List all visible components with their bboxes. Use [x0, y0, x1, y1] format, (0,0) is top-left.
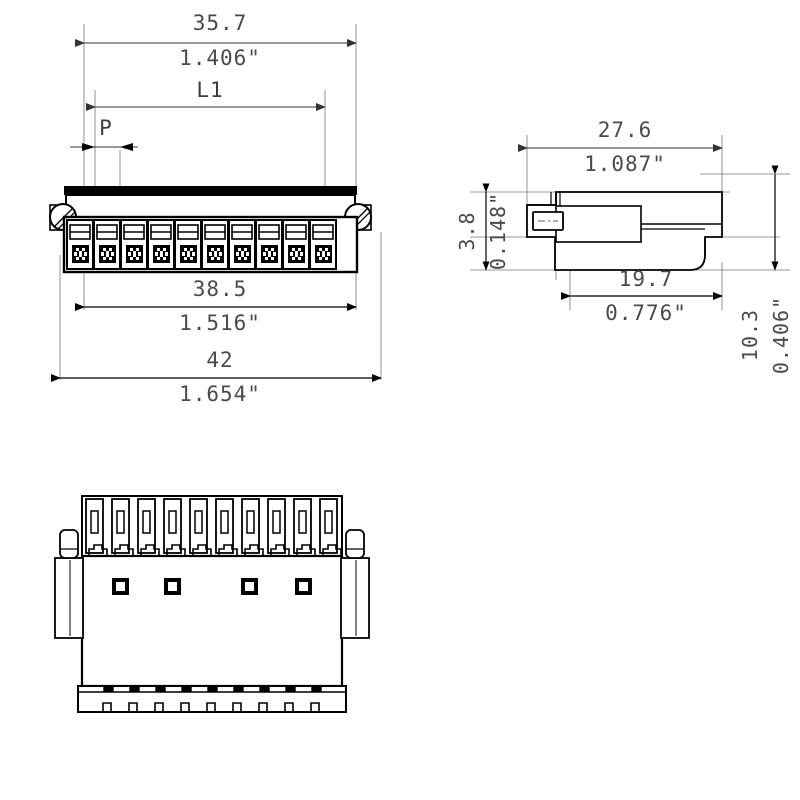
- dim-10-3: 10.3 0.406": [738, 165, 793, 374]
- dim-27-6: 27.6 1.087": [518, 118, 723, 176]
- dim-27-6-mm: 27.6: [598, 118, 653, 142]
- terminal-pole: [309, 219, 337, 270]
- terminal-pole: [255, 219, 283, 270]
- flange-tab-right: [340, 529, 370, 639]
- dim-3-8-mm: 3.8: [455, 211, 479, 250]
- dim-27-6-inch: 1.087": [584, 152, 666, 176]
- terminal-pole: [201, 219, 229, 270]
- dim-p: P: [70, 116, 138, 151]
- dim-35-7-mm: 35.7: [193, 11, 248, 35]
- bottom-view-fins: [81, 495, 343, 557]
- dim-38-5: 38.5 1.516": [75, 277, 357, 335]
- dim-10-3-mm: 10.3: [738, 309, 762, 361]
- terminal-pole: [147, 219, 175, 270]
- square-hole: [295, 578, 312, 595]
- dim-19-7-mm: 19.7: [619, 267, 674, 291]
- dim-42-mm: 42: [206, 348, 233, 372]
- dim-3-8-inch: 0.148": [486, 192, 510, 270]
- side-view-body: [526, 191, 723, 271]
- terminal-pole: [282, 219, 310, 270]
- dim-l1: L1: [86, 78, 326, 111]
- dim-19-7: 19.7 0.776": [561, 267, 723, 325]
- dim-42: 42 1.654": [51, 348, 382, 406]
- terminal-pole: [93, 219, 121, 270]
- bottom-view-strip: [77, 685, 347, 713]
- dim-p-label: P: [99, 116, 113, 140]
- dim-l1-label: L1: [196, 78, 223, 102]
- terminal-pole: [228, 219, 256, 270]
- dim-42-inch: 1.654": [179, 382, 261, 406]
- square-hole: [112, 578, 129, 595]
- dim-35-7: 35.7 1.406": [75, 11, 357, 70]
- dim-10-3-inch: 0.406": [769, 296, 793, 374]
- terminal-pole: [120, 219, 148, 270]
- dim-38-5-inch: 1.516": [179, 311, 261, 335]
- square-hole: [164, 578, 181, 595]
- dim-35-7-inch: 1.406": [179, 46, 261, 70]
- terminal-poles: [66, 219, 337, 270]
- dim-19-7-inch: 0.776": [605, 301, 687, 325]
- bottom-view-square-holes: [112, 578, 312, 595]
- dim-38-5-mm: 38.5: [193, 277, 248, 301]
- square-hole: [241, 578, 258, 595]
- flange-tab-left: [54, 529, 84, 639]
- dim-3-8: 3.8 0.148": [455, 183, 510, 271]
- front-view-body: [49, 186, 372, 274]
- terminal-pole: [66, 219, 94, 270]
- bottom-view: [54, 495, 370, 713]
- terminal-pole: [174, 219, 202, 270]
- front-view-rail-ticks: [91, 186, 309, 193]
